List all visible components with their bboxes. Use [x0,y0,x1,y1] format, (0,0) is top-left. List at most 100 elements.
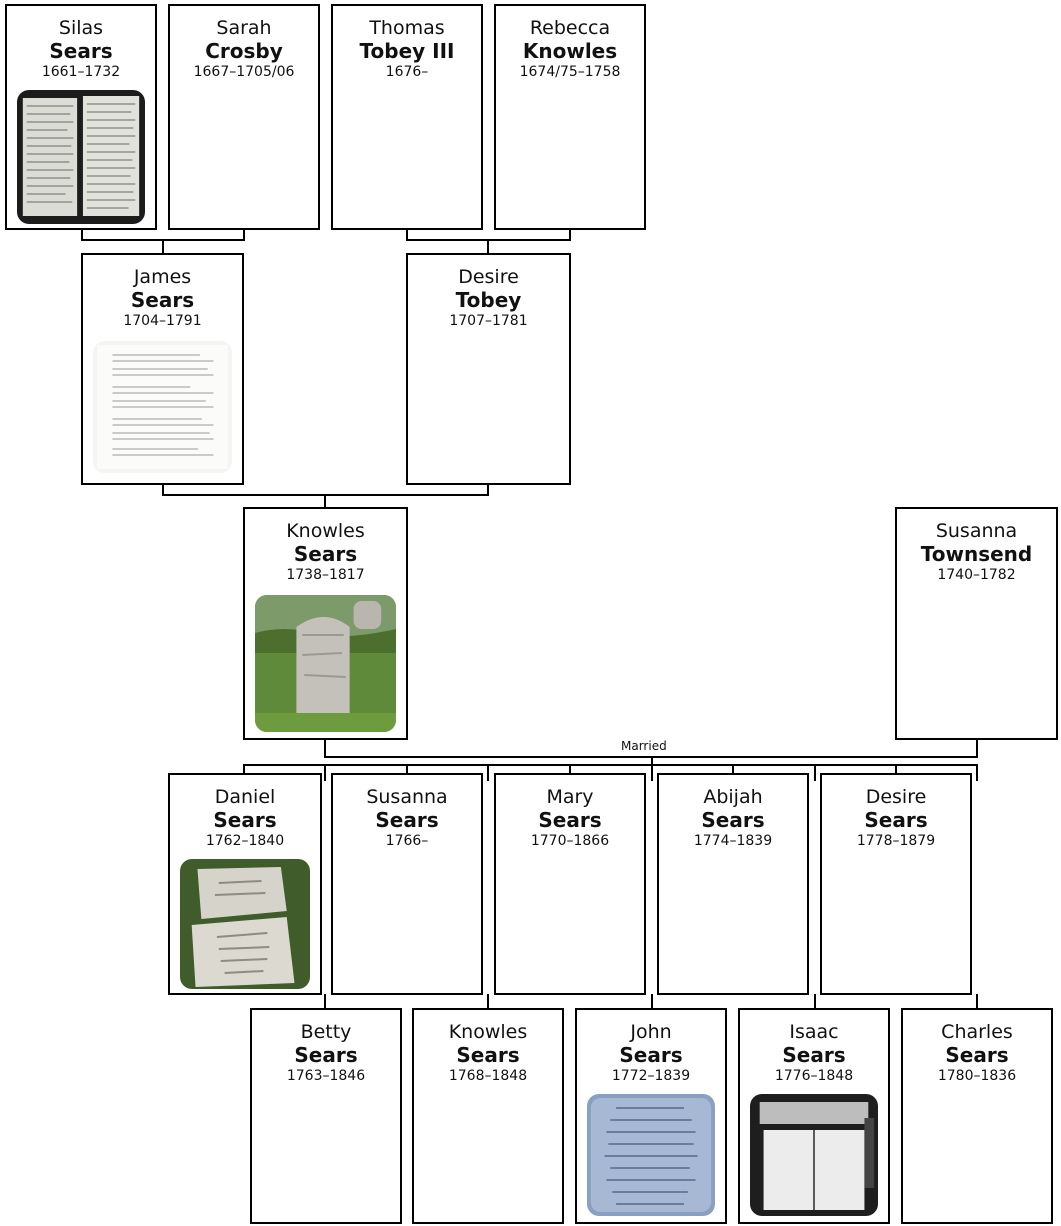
sibling-drop [814,764,816,781]
surname: Sears [619,1043,683,1067]
marriage-line [324,738,326,757]
given-name: Silas [58,17,104,39]
connector-line [243,228,245,240]
surname: Sears [864,808,928,832]
sibling-drop [976,764,978,781]
person-card-desire-sears[interactable]: Desire Sears 1778–1879 [820,773,972,995]
document-photo[interactable] [93,341,232,473]
surname: Sears [213,808,277,832]
connector-line [162,239,164,255]
sibling-drop [487,764,489,781]
given-name: Charles [941,1021,1013,1043]
given-name: Susanna [935,520,1018,542]
gravestone-photo[interactable] [255,595,396,732]
surname: Sears [130,288,195,312]
person-card-susanna-townsend[interactable]: Susanna Townsend 1740–1782 [895,507,1058,740]
gravestone-photo[interactable] [180,859,310,989]
surname: Sears [456,1043,520,1067]
given-name: James [133,266,192,288]
person-card-knowles-sears-jr[interactable]: Knowles Sears 1768–1848 [412,1008,564,1224]
surname: Sears [782,1043,846,1067]
surname: Sears [701,808,765,832]
given-name: Knowles [448,1021,528,1043]
life-dates: 1768–1848 [448,1068,528,1084]
person-card-desire-tobey[interactable]: Desire Tobey 1707–1781 [406,253,571,485]
sibling-drop [976,994,978,1009]
connector-line [406,228,408,240]
surname: Sears [375,808,439,832]
connector-line [569,228,571,240]
person-card-betty-sears[interactable]: Betty Sears 1763–1846 [250,1008,402,1224]
sibling-drop [324,764,326,781]
life-dates: 1676– [385,64,429,80]
surname: Sears [49,39,113,63]
life-dates: 1776–1848 [774,1068,854,1084]
life-dates: 1740–1782 [937,567,1016,583]
marriage-label: Married [619,739,669,753]
document-photo[interactable] [750,1094,878,1216]
connector-line [324,494,326,509]
sibling-drop [732,764,734,774]
given-name: Abijah [703,786,763,808]
sibling-drop [324,994,326,1009]
life-dates: 1704–1791 [123,313,202,329]
person-card-james-sears[interactable]: James Sears 1704–1791 [81,253,244,485]
life-dates: 1778–1879 [856,833,936,849]
sibling-drop [895,764,897,774]
marriage-line [651,756,653,765]
sibling-drop [651,764,653,781]
life-dates: 1762–1840 [205,833,285,849]
sibling-drop [569,764,571,774]
sibling-line [243,764,978,766]
given-name: Thomas [369,17,445,39]
connector-line [487,483,489,495]
surname: Tobey [455,288,522,312]
life-dates: 1772–1839 [611,1068,691,1084]
person-card-susanna-sears[interactable]: Susanna Sears 1766– [331,773,483,995]
given-name: Rebecca [529,17,611,39]
given-name: Betty [300,1021,352,1043]
life-dates: 1707–1781 [449,313,528,329]
life-dates: 1763–1846 [286,1068,366,1084]
person-card-thomas-tobey[interactable]: Thomas Tobey III 1676– [331,4,483,230]
given-name: Isaac [789,1021,839,1043]
person-card-daniel-sears[interactable]: Daniel Sears 1762–1840 [168,773,322,995]
life-dates: 1780–1836 [937,1068,1017,1084]
given-name: Susanna [366,786,448,808]
life-dates: 1766– [385,833,429,849]
life-dates: 1674/75–1758 [519,64,621,80]
person-card-isaac-sears[interactable]: Isaac Sears 1776–1848 [738,1008,890,1224]
document-photo[interactable] [17,90,145,224]
given-name: Desire [865,786,927,808]
surname: Sears [294,1043,358,1067]
life-dates: 1661–1732 [41,64,121,80]
person-card-mary-sears[interactable]: Mary Sears 1770–1866 [494,773,646,995]
life-dates: 1774–1839 [693,833,773,849]
surname: Townsend [920,542,1033,566]
sibling-drop [651,994,653,1009]
surname: Crosby [205,39,283,63]
life-dates: 1738–1817 [286,567,365,583]
surname: Tobey III [359,39,455,63]
person-card-silas-sears[interactable]: Silas Sears 1661–1732 [5,4,157,230]
sibling-drop [243,764,245,774]
connector-line [81,228,83,240]
connector-line [487,239,489,255]
given-name: Daniel [214,786,276,808]
given-name: John [630,1021,672,1043]
given-name: Sarah [216,17,272,39]
person-card-abijah-sears[interactable]: Abijah Sears 1774–1839 [657,773,809,995]
surname: Sears [538,808,602,832]
connector-line [162,483,164,495]
person-card-rebecca-knowles[interactable]: Rebecca Knowles 1674/75–1758 [494,4,646,230]
person-card-knowles-sears[interactable]: Knowles Sears 1738–1817 [243,507,408,740]
person-card-sarah-crosby[interactable]: Sarah Crosby 1667–1705/06 [168,4,320,230]
given-name: Mary [546,786,594,808]
gravestone-photo[interactable] [587,1094,715,1216]
surname: Sears [945,1043,1009,1067]
person-card-john-sears[interactable]: John Sears 1772–1839 [575,1008,727,1224]
life-dates: 1770–1866 [530,833,610,849]
person-card-charles-sears[interactable]: Charles Sears 1780–1836 [901,1008,1053,1224]
given-name: Desire [458,266,519,288]
surname: Sears [293,542,358,566]
